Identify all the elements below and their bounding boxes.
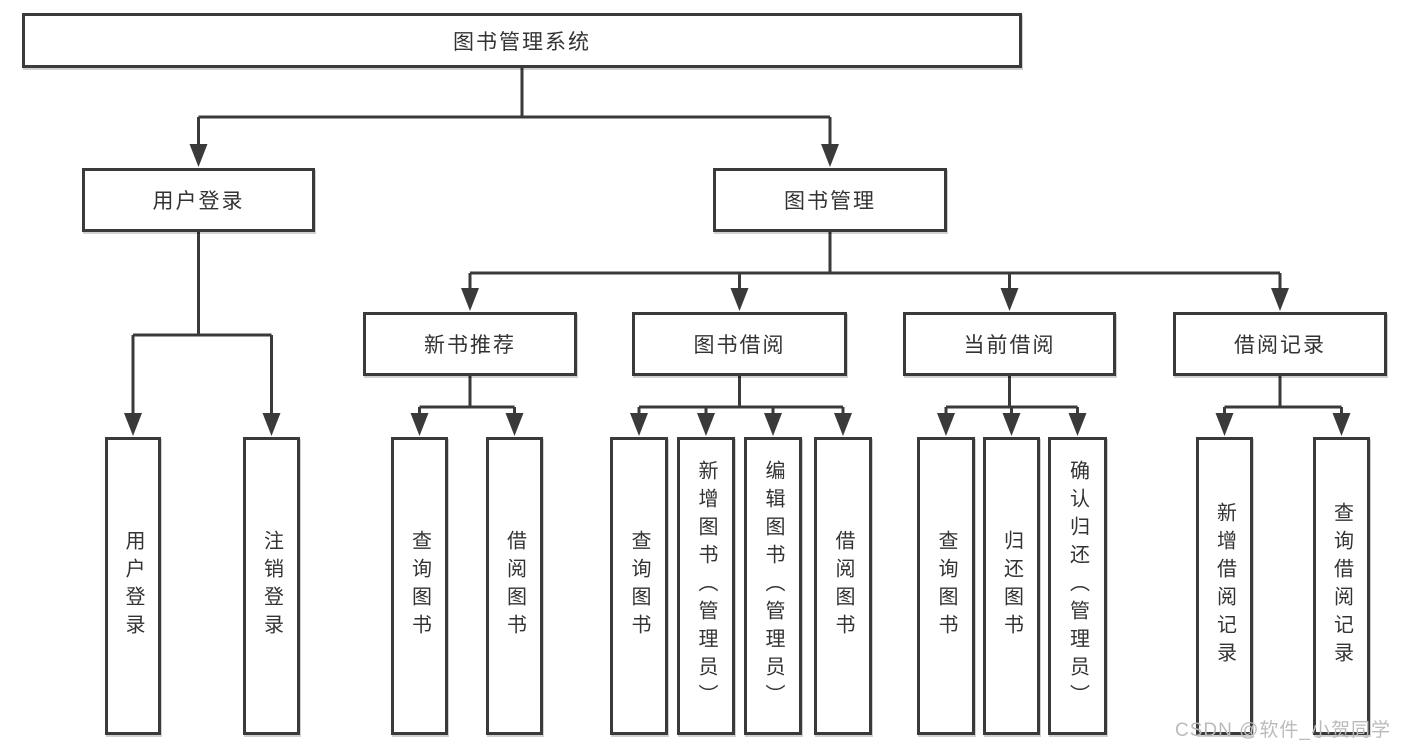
leaf-label: 借阅图书 xyxy=(503,530,526,642)
leaf-box-user-login: 用户登录 xyxy=(105,437,161,735)
connector-current-borrow-split xyxy=(937,376,1087,436)
leaf-label: 查询借阅记录 xyxy=(1330,502,1353,670)
leaf-label: 查询图书 xyxy=(628,530,650,642)
leaf-box-borrow-books-2: 借阅图书 xyxy=(814,437,872,735)
branch-box-user-login: 用户登录 xyxy=(82,168,315,232)
leaf-box-return-books: 归还图书 xyxy=(983,437,1040,735)
leaf-box-borrow-books: 借阅图书 xyxy=(486,437,543,735)
branch-box-current-borrow: 当前借阅 xyxy=(903,312,1116,376)
leaf-box-logout: 注销登录 xyxy=(243,437,300,735)
branch-box-new-book-recommend: 新书推荐 xyxy=(363,312,577,376)
leaf-label: 归还图书 xyxy=(1000,530,1023,642)
leaf-label: 借阅图书 xyxy=(832,530,854,642)
connector-new-book-split xyxy=(410,376,524,436)
leaf-label: 用户登录 xyxy=(122,530,144,642)
leaf-label: 查询图书 xyxy=(935,530,957,642)
leaf-box-edit-books-admin: 编辑图书（管理员） xyxy=(744,437,802,735)
leaf-box-query-books-3: 查询图书 xyxy=(917,437,975,735)
leaf-label: 注销登录 xyxy=(260,530,283,642)
leaf-box-query-borrow-record: 查询借阅记录 xyxy=(1313,437,1370,735)
branch-box-borrow-record: 借阅记录 xyxy=(1173,312,1387,376)
connector-borrow-record-split xyxy=(1215,376,1351,436)
leaf-box-confirm-return-admin: 确认归还（管理员） xyxy=(1048,437,1107,735)
leaf-label: 新增图书（管理员） xyxy=(695,460,717,712)
branch-box-book-management: 图书管理 xyxy=(713,168,947,232)
leaf-label: 确认归还（管理员） xyxy=(1066,460,1089,712)
leaf-box-add-books-admin: 新增图书（管理员） xyxy=(677,437,735,735)
connector-book-management-split xyxy=(461,232,1289,311)
leaf-box-query-books: 查询图书 xyxy=(391,437,448,735)
branch-box-book-borrow: 图书借阅 xyxy=(632,312,847,376)
connector-root-to-level2 xyxy=(189,68,839,167)
leaf-box-query-books-2: 查询图书 xyxy=(610,437,668,735)
leaf-label: 新增借阅记录 xyxy=(1213,502,1236,670)
leaf-label: 查询图书 xyxy=(408,530,431,642)
root-box-library-system: 图书管理系统 xyxy=(22,13,1022,68)
csdn-watermark: CSDN @软件_小贺同学 xyxy=(1175,720,1391,741)
leaf-label: 编辑图书（管理员） xyxy=(762,460,784,712)
connector-book-borrow-split xyxy=(630,376,852,436)
leaf-box-add-borrow-record: 新增借阅记录 xyxy=(1196,437,1253,735)
connector-user-login-split xyxy=(124,232,281,436)
